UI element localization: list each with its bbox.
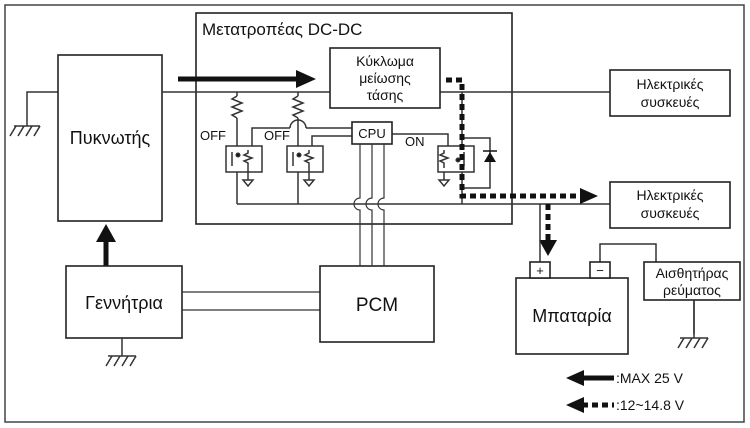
capacitor-label: Πυκνωτής	[70, 128, 151, 148]
switch-off-1	[225, 145, 263, 188]
charge-voltage-flow-arrow	[446, 77, 598, 256]
voltage-reducer-label-2: μείωσης	[359, 70, 411, 86]
switch-off-2	[286, 145, 324, 188]
generator-label: Γεννήτρια	[85, 293, 163, 313]
electrical-devices-top-label-1: Ηλεκτρικές	[637, 76, 704, 92]
battery-box	[515, 277, 629, 355]
outer-frame	[4, 4, 745, 423]
legend: :MAX 25 V :12~14.8 V	[566, 370, 685, 413]
battery-negative-terminal	[589, 261, 611, 279]
pcm-label: PCM	[356, 295, 398, 316]
current-sensor-label-1: Αισθητήρας	[656, 265, 729, 281]
capacitor-box	[57, 54, 163, 222]
electrical-devices-mid-box	[609, 181, 731, 229]
legend-dashed-arrow-icon	[566, 397, 614, 413]
electrical-devices-mid-label-1: Ηλεκτρικές	[637, 187, 704, 203]
legend-solid-label: :MAX 25 V	[616, 370, 684, 386]
switch-off-1-label: OFF	[200, 128, 226, 143]
voltage-reducer-label-3: τάσης	[367, 87, 404, 103]
legend-solid-arrow-icon	[566, 370, 614, 386]
current-sensor-box	[643, 261, 741, 301]
max-voltage-flow-arrow	[178, 70, 316, 88]
battery-minus-label: −	[596, 263, 604, 278]
electrical-devices-top-box	[609, 69, 731, 117]
switch-on-label: ON	[405, 134, 425, 149]
current-sensor-label-2: ρεύματος	[663, 282, 721, 298]
pcm-box	[319, 265, 435, 343]
electrical-devices-top-label-2: συσκευές	[641, 94, 700, 110]
voltage-reducer-box	[329, 47, 441, 109]
dcdc-converter-box	[195, 12, 513, 225]
voltage-reducer-label-1: Κύκλωμα	[356, 53, 414, 69]
cpu-label: CPU	[358, 126, 385, 141]
legend-dashed-label: :12~14.8 V	[616, 397, 685, 413]
cpu-pcm-bus	[353, 144, 385, 266]
ground-symbol-sensor	[677, 300, 709, 349]
dcdc-converter-title: Μετατροπέας DC-DC	[202, 20, 362, 39]
ground-symbol-left	[9, 91, 58, 137]
battery-plus-label: +	[536, 263, 544, 278]
generator-to-capacitor-arrow	[96, 224, 116, 266]
battery-label: Μπαταρία	[532, 306, 611, 326]
diode-icon	[483, 150, 497, 162]
battery-positive-terminal	[529, 261, 551, 279]
ground-symbol-generator	[105, 338, 137, 367]
switch-on	[437, 145, 475, 188]
generator-box	[65, 265, 183, 339]
electrical-devices-mid-label-2: συσκευές	[641, 205, 700, 221]
switch-off-2-label: OFF	[264, 128, 290, 143]
generator-pcm-link	[182, 291, 320, 311]
